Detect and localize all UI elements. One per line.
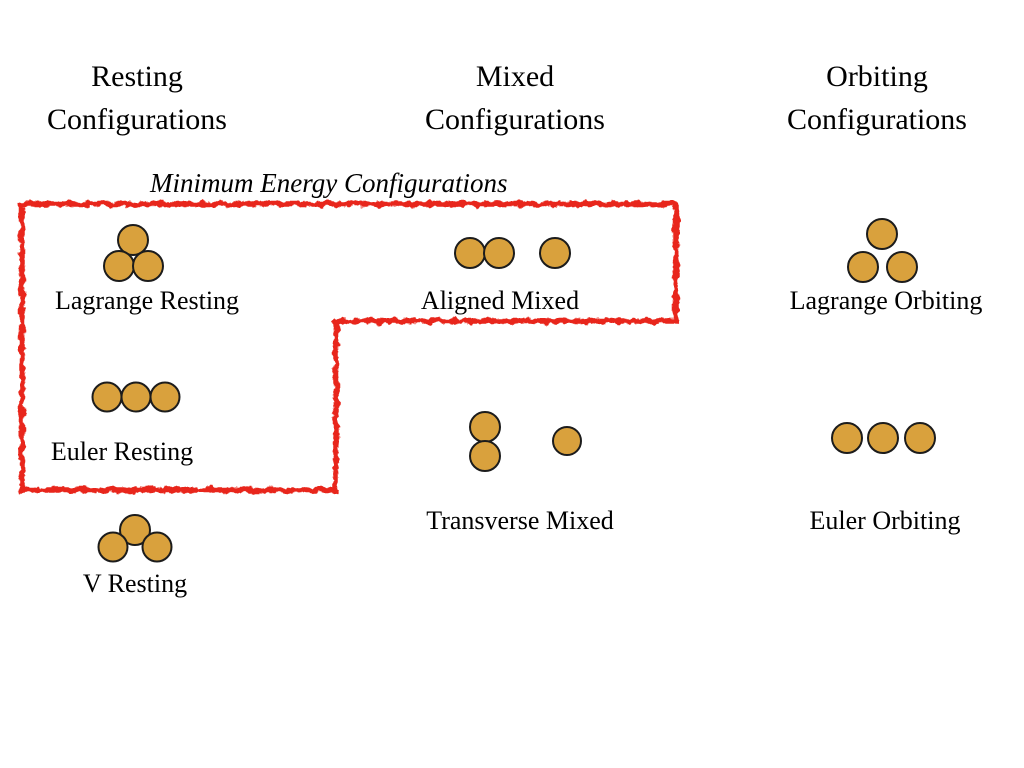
lagrange-orbiting-body xyxy=(886,251,918,283)
aligned-mixed-body xyxy=(483,237,515,269)
v-resting-body xyxy=(97,531,129,563)
euler-resting-body xyxy=(91,381,123,413)
v-resting-body xyxy=(141,531,173,563)
v-resting-label: V Resting xyxy=(82,569,188,598)
aligned-mixed-body xyxy=(539,237,571,269)
bodies-group xyxy=(91,218,936,563)
lagrange-resting-body xyxy=(132,250,164,282)
euler-orbiting-body xyxy=(831,422,863,454)
aligned-mixed-body xyxy=(454,237,486,269)
transverse-mixed-body xyxy=(469,440,501,472)
transverse-mixed-body xyxy=(552,426,582,456)
euler-orbiting-body xyxy=(904,422,936,454)
transverse-mixed-label: Transverse Mixed xyxy=(426,506,614,535)
euler-orbiting-label: Euler Orbiting xyxy=(809,506,961,535)
column-header-mixed: Mixed Configurations xyxy=(425,60,605,136)
euler-resting-body xyxy=(149,381,181,413)
euler-orbiting-body xyxy=(867,422,899,454)
column-header-resting: Resting Configurations xyxy=(47,60,227,136)
minimum-energy-annotation-label: Minimum Energy Configurations xyxy=(150,168,508,198)
lagrange-orbiting-body xyxy=(847,251,879,283)
aligned-mixed-label: Aligned Mixed xyxy=(420,286,580,315)
lagrange-resting-label: Lagrange Resting xyxy=(54,286,240,315)
v-resting-body xyxy=(119,514,151,546)
minimum-energy-outline xyxy=(19,201,679,493)
lagrange-resting-body xyxy=(117,224,149,256)
lagrange-orbiting-label: Lagrange Orbiting xyxy=(789,286,983,315)
euler-resting-body xyxy=(120,381,152,413)
lagrange-resting-body xyxy=(103,250,135,282)
transverse-mixed-body xyxy=(469,411,501,443)
column-header-orbiting: Orbiting Configurations xyxy=(787,60,967,136)
euler-resting-label: Euler Resting xyxy=(50,437,194,466)
lagrange-orbiting-body xyxy=(866,218,898,250)
